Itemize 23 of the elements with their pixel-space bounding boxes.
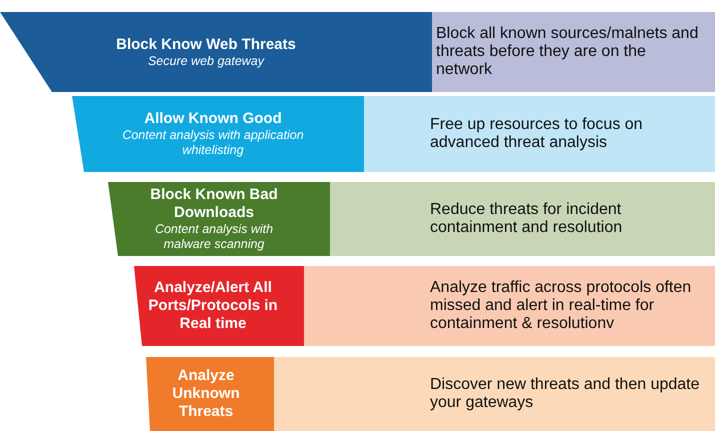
stage-title: Block Know Web Threats [115,36,297,54]
stage-title: Block Known Bad Downloads [149,186,279,222]
description-text: Free up resources to focus on advanced threat analysis [430,116,644,152]
description-text: Reduce threats for incident containment and resolution [430,201,624,237]
stage-title: Allow Known Good [143,110,283,128]
stage-subtitle: Secure web gateway [146,54,266,68]
stage-subtitle: Content analysis with malware scanning [154,222,274,252]
funnel-stage [72,96,364,172]
description-band [274,357,715,431]
description-band [330,182,715,256]
funnel-stage [108,182,330,256]
description-text: Block all known sources/malnets and threats before they are on the network [436,25,700,79]
description-band [432,12,715,92]
funnel-stage [0,12,432,92]
description-text: Analyze traffic across protocols often missed and alert in real-time for containment & resolutionv [430,279,692,333]
funnel-stage [146,357,274,431]
stage-title: Analyze Unknown Threats [171,367,241,421]
stage-title: Analyze/Alert All Ports/Protocols in Real time [147,279,279,333]
funnel-stage [134,266,304,346]
description-band [364,96,715,172]
stage-subtitle: Content analysis with application whitelisting [122,128,304,158]
description-text: Discover new threats and then update your gateways [430,376,700,412]
description-band [304,266,715,346]
